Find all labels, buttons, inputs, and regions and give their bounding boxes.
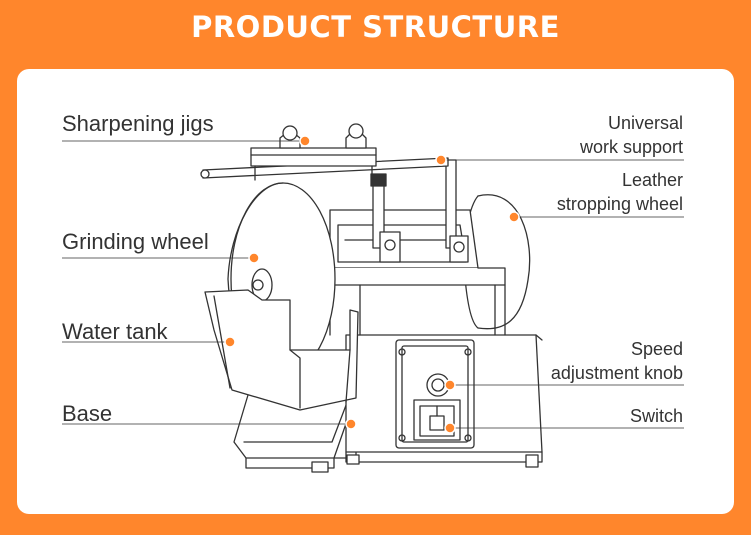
label-universal-work-support-1: Universal bbox=[607, 113, 683, 133]
label-speed-knob-1: Speed bbox=[630, 339, 683, 359]
control-panel-drawing bbox=[395, 339, 475, 449]
dot-water-tank bbox=[224, 336, 236, 348]
label-sharpening-jigs: Sharpening jigs bbox=[62, 111, 214, 136]
dot-speed-knob bbox=[444, 379, 456, 391]
dot-leather-stropping-wheel bbox=[508, 211, 520, 223]
work-support-drawing bbox=[200, 123, 449, 181]
page-title: PRODUCT STRUCTURE bbox=[191, 10, 560, 44]
label-base: Base bbox=[62, 401, 113, 426]
label-leather-stropping-wheel-1: Leather bbox=[621, 170, 683, 190]
label-grinding-wheel: Grinding wheel bbox=[62, 229, 209, 254]
dot-switch bbox=[444, 422, 456, 434]
dot-universal-work-support bbox=[435, 154, 447, 166]
support-posts-drawing bbox=[370, 159, 469, 263]
label-water-tank: Water tank bbox=[62, 319, 168, 344]
dot-base bbox=[345, 418, 357, 430]
dot-sharpening-jigs bbox=[299, 135, 311, 147]
label-universal-work-support-2: work support bbox=[579, 137, 683, 157]
base-drawing bbox=[233, 394, 357, 473]
label-leather-stropping-wheel-2: stropping wheel bbox=[556, 194, 683, 214]
label-speed-knob-2: adjustment knob bbox=[550, 363, 683, 383]
marker-dots bbox=[224, 135, 520, 434]
label-switch: Switch bbox=[629, 406, 683, 426]
top-platform-drawing bbox=[329, 209, 506, 336]
leader-lines bbox=[62, 140, 684, 429]
dot-grinding-wheel bbox=[248, 252, 260, 264]
water-tank-drawing bbox=[204, 289, 359, 411]
